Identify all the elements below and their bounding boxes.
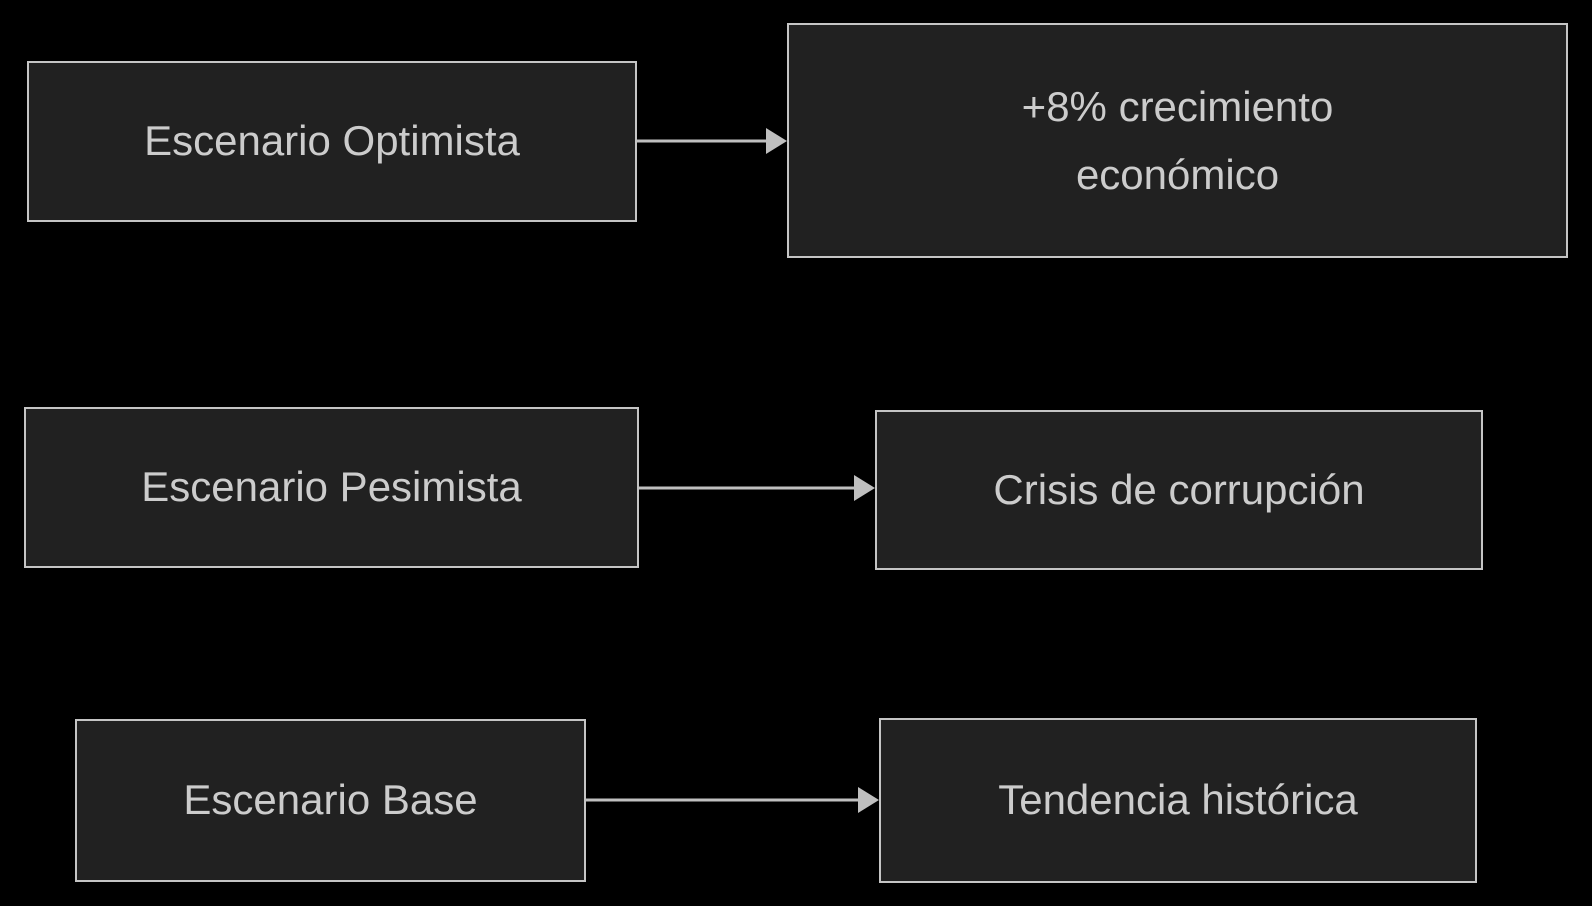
node-escenario-base: Escenario Base bbox=[75, 719, 586, 882]
arrow-base-to-tendencia bbox=[586, 786, 879, 814]
arrowhead-icon bbox=[854, 475, 875, 501]
node-escenario-pesimista: Escenario Pesimista bbox=[24, 407, 639, 568]
arrowhead-icon bbox=[858, 787, 879, 813]
node-tendencia-historica: Tendencia histórica bbox=[879, 718, 1477, 883]
arrow-line bbox=[637, 139, 769, 143]
arrow-line bbox=[586, 798, 861, 802]
node-label: Crisis de corrupción bbox=[993, 465, 1365, 513]
node-label: Escenario Optimista bbox=[144, 117, 520, 165]
node-escenario-optimista: Escenario Optimista bbox=[27, 61, 637, 222]
node-label: Escenario Pesimista bbox=[141, 463, 522, 511]
node-crisis-corrupcion: Crisis de corrupción bbox=[875, 410, 1483, 570]
arrow-optimista-to-crecimiento bbox=[637, 127, 787, 155]
node-label: +8% crecimiento económico bbox=[1021, 82, 1334, 198]
node-crecimiento-economico: +8% crecimiento económico bbox=[787, 23, 1568, 258]
node-label: Escenario Base bbox=[183, 776, 478, 824]
arrow-line bbox=[639, 486, 857, 490]
arrow-pesimista-to-crisis bbox=[639, 474, 875, 502]
arrowhead-icon bbox=[766, 128, 787, 154]
node-label: Tendencia histórica bbox=[998, 776, 1358, 824]
